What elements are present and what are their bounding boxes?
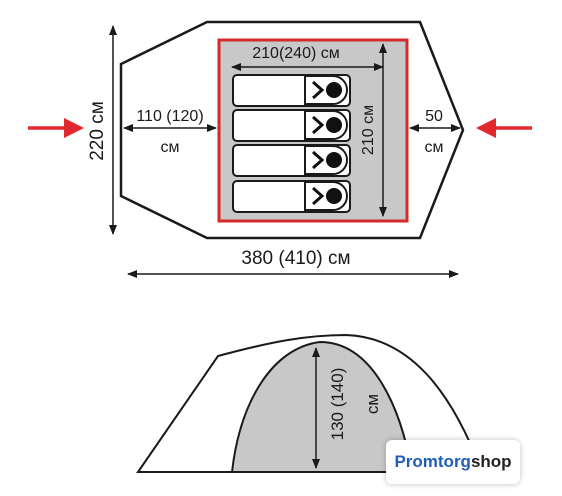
brand-part2: shop xyxy=(470,452,512,471)
brand-part1: Promtorg xyxy=(394,452,471,471)
sleeping-mat-1 xyxy=(232,74,351,107)
inner-width-label: 210 см xyxy=(360,105,377,155)
height-value: 130 (140) xyxy=(328,368,347,441)
sleeping-mat-2 xyxy=(232,109,351,142)
head-icon xyxy=(326,188,342,204)
back-vestibule-unit: см xyxy=(425,139,444,156)
right-entrance-arrow-icon xyxy=(476,118,532,138)
front-vestibule-unit: см xyxy=(161,139,180,156)
sleeping-mat-4 xyxy=(232,180,351,213)
inner-tent-side xyxy=(230,340,414,473)
inner-length-label: 210(240) см xyxy=(252,45,340,62)
head-icon xyxy=(326,152,342,168)
head-icon xyxy=(326,82,342,98)
sleeping-mat-3 xyxy=(232,144,351,177)
total-width-label: 220 см xyxy=(87,101,108,161)
left-entrance-arrow-icon xyxy=(28,118,84,138)
height-unit: см xyxy=(363,394,382,414)
head-icon xyxy=(326,117,342,133)
total-length-label: 380 (410) см xyxy=(241,248,350,269)
sleeping-mats xyxy=(232,74,351,213)
back-vestibule-value: 50 xyxy=(425,108,443,125)
front-vestibule-value: 110 (120) xyxy=(136,108,203,125)
